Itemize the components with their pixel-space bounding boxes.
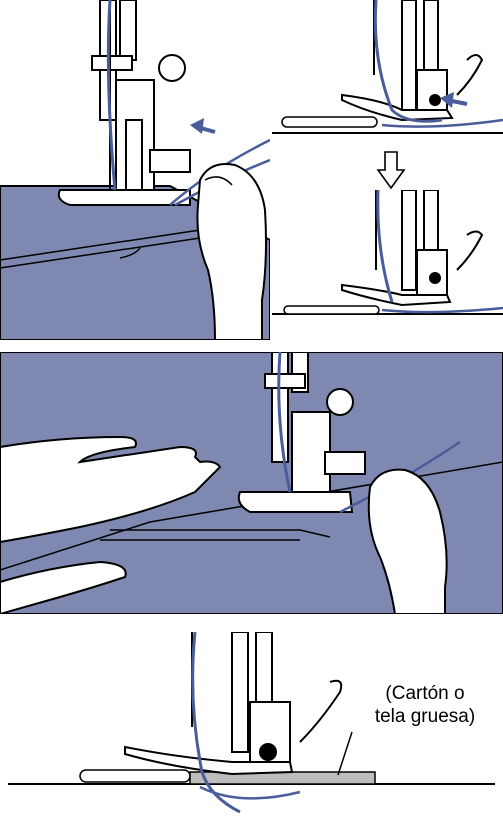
cardboard-label-line-2: tela gruesa) xyxy=(355,705,495,728)
cardboard-label-line-1: (Cartón o xyxy=(355,682,495,705)
panel-hands-guide-fabric xyxy=(0,352,503,614)
thread xyxy=(378,190,392,302)
panel-foot-side-view-before xyxy=(272,0,503,160)
panel-foot-with-cardboard xyxy=(0,632,503,826)
cardboard-shim xyxy=(190,772,375,784)
label-leader-line xyxy=(338,732,352,775)
presser-foot-assembly xyxy=(59,0,190,205)
button-icon xyxy=(259,743,277,761)
panel-foot-side-view-after xyxy=(272,190,503,325)
arrow-left-icon xyxy=(190,118,215,134)
button-icon xyxy=(429,272,441,284)
panel-hand-press-button xyxy=(0,0,270,340)
button-icon xyxy=(429,94,441,106)
arrow-down-icon xyxy=(376,150,406,190)
presser-foot-assembly xyxy=(125,632,341,774)
